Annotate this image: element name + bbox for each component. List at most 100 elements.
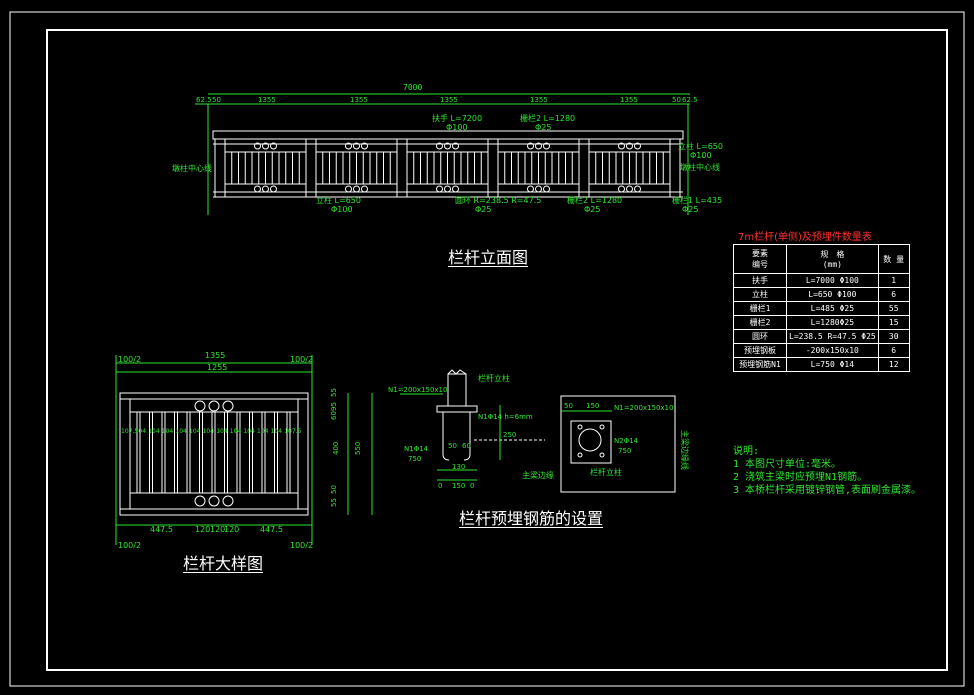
detail-right-dim: 550: [354, 442, 362, 455]
elevation-segment-dim: 50: [212, 96, 221, 104]
embed-section-view: N1=200x150x10 栏杆立柱 N1Φ14 h=6mm N1Φ14 750…: [388, 369, 690, 493]
callout-post-centerline-left: 墩柱中心线: [172, 163, 212, 173]
quantity-cell-spec: L=650 Φ100: [786, 287, 879, 302]
embed-plan-dim-1: 50: [564, 402, 573, 410]
detail-bottom-dim: 447.5: [260, 525, 283, 534]
embed-post-label: 栏杆立柱: [478, 373, 510, 383]
embed-rebar-length: 750: [408, 455, 421, 463]
embed-vertical-dim: 250: [503, 431, 516, 439]
embed-small-dim-2: 60: [462, 442, 471, 450]
embed-plan-post-circle: [578, 428, 602, 452]
detail-ring: [208, 495, 220, 507]
detail-spacing-label: 104: [189, 428, 201, 435]
elevation-bars: [225, 142, 670, 193]
detail-spacing-label: 107.5: [284, 428, 301, 435]
quantity-cell-spec: -200x150x10: [786, 343, 879, 358]
notes-block: 说明: 1 本图尺寸单位:毫米。 2 浇筑主梁时应预埋N1钢筋。 3 本桥栏杆采…: [733, 445, 921, 497]
elevation-post: [487, 138, 499, 198]
detail-bottom-dim: 120: [210, 525, 225, 534]
callout-post-top-right-dia: Φ100: [690, 151, 712, 160]
detail-spacing-label: 104: [243, 428, 255, 435]
detail-ring: [194, 495, 206, 507]
quantity-cell-spec: L=750 Φ14: [786, 357, 879, 372]
detail-right-dim: 400: [332, 442, 340, 455]
detail-right-dim: 60: [330, 411, 338, 420]
callout-post-bottom: 立柱 L=650: [316, 195, 361, 205]
embed-plan-dim-2: 150: [586, 402, 599, 410]
quantity-header-spec: 规 格 (mm): [786, 244, 879, 274]
embed-bottom-dim-b: 150: [452, 482, 465, 490]
detail-ring: [194, 400, 206, 412]
callout-bar2b: 栅栏2 L=1280: [567, 195, 622, 205]
detail-top-dim-right: 100/2: [290, 355, 313, 364]
elevation-post: [214, 138, 226, 198]
embed-plan-edge-label: 主梁边缘线: [680, 430, 690, 470]
detail-spacing-label: 104: [216, 428, 228, 435]
detail-top-dim-left: 100/2: [118, 355, 141, 364]
elevation-segment-dim: 62.5: [682, 96, 698, 104]
detail-spacing-label: 104: [230, 428, 242, 435]
callout-post-bottom-dia: Φ100: [331, 205, 353, 214]
elevation-post: [396, 138, 408, 198]
detail-bottom-dim: 120: [195, 525, 210, 534]
detail-bottom-dim: 447.5: [150, 525, 173, 534]
embed-bottom-dim-a: 0: [438, 482, 442, 490]
quantity-cell-count: 6: [877, 343, 910, 358]
callout-handrail: 扶手 L=7200: [432, 113, 482, 123]
quantity-cell-spec: L=7000 Φ100: [786, 273, 879, 288]
detail-ring: [222, 495, 234, 507]
quantity-cell-spec: L=1280Φ25: [786, 315, 879, 330]
detail-spacing-label: 104: [175, 428, 187, 435]
detail-right-dim: 50: [330, 485, 338, 494]
detail-spacing-label: 104: [271, 428, 283, 435]
detail-title: 栏杆大样图: [183, 554, 264, 573]
detail-inner-dim: 1255: [207, 363, 227, 372]
elevation-posts: [214, 138, 681, 198]
quantity-table-title: 7m栏杆(单侧)及预埋件数量表: [738, 232, 872, 243]
quantity-cell-count: 55: [877, 301, 910, 316]
embed-weld-label: N1Φ14 h=6mm: [478, 413, 533, 421]
detail-spacing-label: 107.5: [121, 428, 138, 435]
elevation-post: [578, 138, 590, 198]
notes-heading: 说明:: [733, 446, 760, 457]
elevation-total-dim: 7000: [403, 83, 422, 92]
callout-bar2-dia: Φ25: [535, 123, 551, 132]
detail-foot-dim-left: 100/2: [118, 541, 141, 550]
callout-bar2b-dia: Φ25: [584, 205, 600, 214]
detail-spacing-label: 104: [162, 428, 174, 435]
quantity-cell-count: 6: [877, 287, 910, 302]
elevation-post: [669, 138, 681, 198]
quantity-cell-item: 栅栏2: [733, 315, 787, 330]
embed-bottom-dim-c: 0: [470, 482, 474, 490]
detail-bars: [136, 412, 291, 493]
embed-beam-label: 主梁边缘: [522, 470, 554, 480]
quantity-cell-item: 圆环: [733, 329, 787, 344]
embed-plan-post-label: 栏杆立柱: [590, 467, 622, 477]
elevation-segment-dim: 1355: [258, 96, 276, 104]
callout-bar1-dia: Φ25: [682, 205, 698, 214]
quantity-cell-count: 12: [877, 357, 910, 372]
embed-plan-plate: [570, 420, 612, 464]
detail-right-dim: 95: [330, 402, 338, 411]
elevation-segment-dim: 1355: [350, 96, 368, 104]
detail-right-dim: 55: [330, 498, 338, 507]
quantity-cell-count: 1: [877, 273, 910, 288]
detail-spacing-label: 104: [203, 428, 215, 435]
detail-top-dim-center: 1355: [205, 351, 225, 360]
detail-right-dim: 55: [330, 388, 338, 397]
elevation-segment-dim: 1355: [620, 96, 638, 104]
elevation-post: [305, 138, 317, 198]
quantity-cell-item: 立柱: [733, 287, 787, 302]
embed-title: 栏杆预埋钢筋的设置: [459, 509, 604, 528]
elevation-segment-dim: 1355: [530, 96, 548, 104]
